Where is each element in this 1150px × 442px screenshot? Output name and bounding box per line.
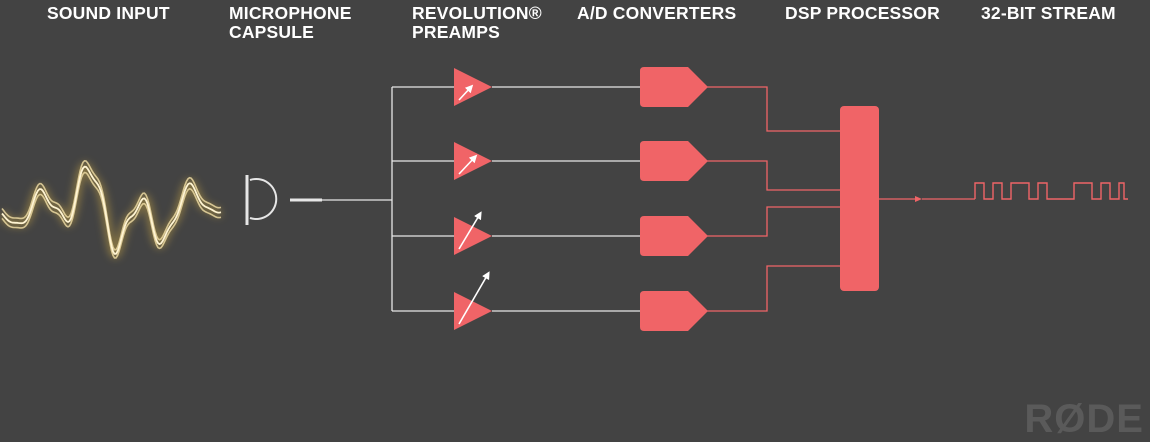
preamp-row [454,68,492,330]
converter-to-dsp-wire [706,86,840,132]
stage-label-line: MICROPHONE [229,3,352,23]
converter-row [640,67,708,331]
gain-arrow-icon [458,271,490,325]
stage-label-line: CAPSULE [229,22,315,42]
sound-wave-line [1,165,222,255]
gain-arrow-icon [458,154,478,175]
stage-label-ad-converters: A/D CONVERTERS [577,4,736,23]
dsp-output-arrow [915,196,922,202]
digital-bit-stream [974,182,1128,200]
converter-to-dsp-wire [706,206,840,237]
microphone-capsule-icon [245,175,322,225]
brand-logo: RØDE [1024,397,1144,441]
stage-label-line: SOUND INPUT [47,3,170,23]
preamp-triangle [454,292,492,330]
ad-converter-1 [640,67,708,107]
wiring [322,86,975,312]
dsp-processor-block [840,106,879,291]
capsule-body [249,178,278,220]
sound-wave-line [1,171,222,259]
gain-arrow-icon [458,84,474,101]
sound-wave [0,159,222,259]
stage-label-dsp-processor: DSP PROCESSOR [785,4,940,23]
stage-label-line: 32-BIT STREAM [981,3,1116,23]
gain-arrow-icon [458,211,482,250]
preamp-3 [454,211,492,255]
converter-to-dsp-wire [706,265,840,312]
stage-label-sound-input: SOUND INPUT [47,4,170,23]
stage-label-line: PREAMPS [412,22,500,42]
ad-converter-2 [640,141,708,181]
stage-label-microphone-capsule: MICROPHONE CAPSULE [229,4,352,42]
converter-to-dsp-wire [706,160,840,191]
stage-label-line: A/D CONVERTERS [577,3,737,23]
preamp-triangle [454,217,492,255]
preamp-2 [454,142,492,180]
stage-label-line: DSP PROCESSOR [785,3,940,23]
preamp-1 [454,68,492,106]
stage-label-bit-stream: 32-BIT STREAM [981,4,1116,23]
stage-label-line: REVOLUTION® [412,3,542,23]
ad-converter-4 [640,291,708,331]
stage-label-revolution-preamps: REVOLUTION® PREAMPS [412,4,542,42]
ad-converter-3 [640,216,708,256]
preamp-4 [454,271,492,330]
